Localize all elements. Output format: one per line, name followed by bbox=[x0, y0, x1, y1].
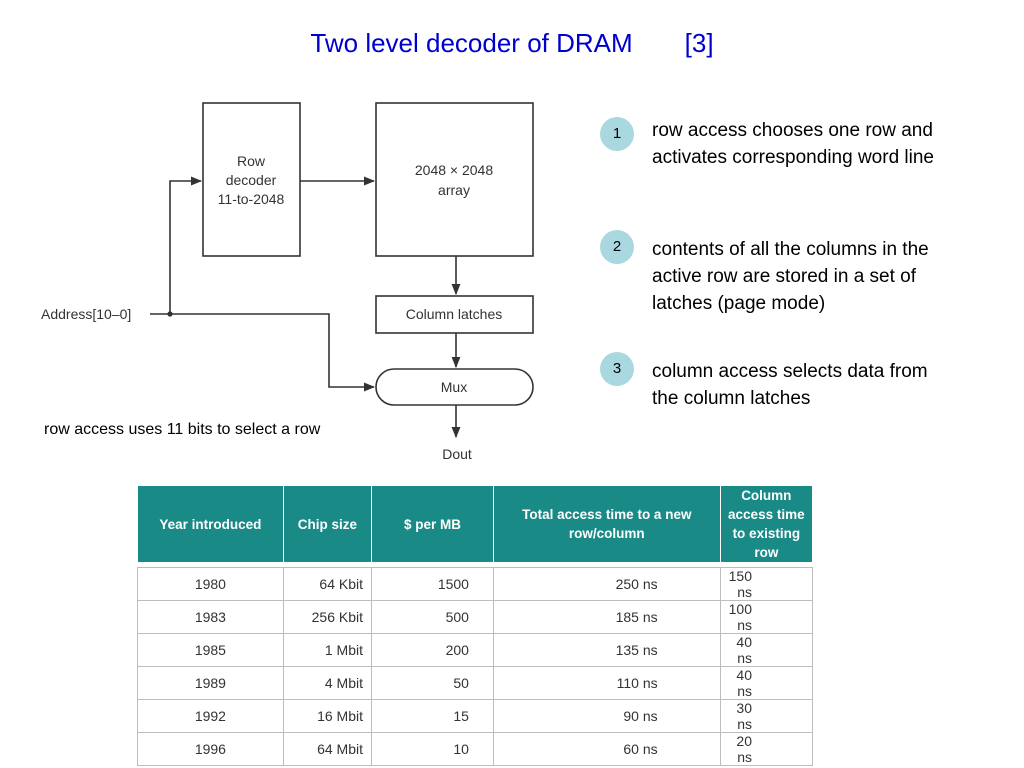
table-header-row: Year introduced Chip size $ per MB Total… bbox=[137, 485, 814, 563]
column-latches-box bbox=[375, 295, 534, 334]
cell-year: 1985 bbox=[137, 633, 284, 667]
row-decoder-label-2: decoder bbox=[226, 172, 277, 188]
memory-array-box bbox=[375, 102, 534, 257]
cell-price: 500 bbox=[371, 600, 494, 634]
cell-column-access: 150 ns bbox=[719, 567, 814, 601]
array-label-2: array bbox=[438, 182, 470, 198]
table-row: 1989 4 Mbit 50 110 ns 40 ns bbox=[137, 666, 814, 700]
table-row: 1996 64 Mbit 10 60 ns 20 ns bbox=[137, 732, 814, 766]
cell-price: 10 bbox=[371, 732, 494, 766]
cell-chip-size: 64 Kbit bbox=[282, 567, 373, 601]
column-address-wire bbox=[170, 313, 376, 392]
cell-column-access: 100 ns bbox=[719, 600, 814, 634]
cell-year: 1980 bbox=[137, 567, 284, 601]
column-latches-label: Column latches bbox=[406, 306, 503, 322]
row-access-caption: row access uses 11 bits to select a row bbox=[44, 421, 321, 438]
header-year: Year introduced bbox=[137, 485, 284, 563]
dram-specs-table: Year introduced Chip size $ per MB Total… bbox=[137, 485, 814, 766]
step-2-text: contents of all the columns in the activ… bbox=[652, 239, 929, 314]
array-label-1: 2048 × 2048 bbox=[415, 162, 493, 178]
table-row: 1980 64 Kbit 1500 250 ns 150 ns bbox=[137, 567, 814, 601]
cell-year: 1983 bbox=[137, 600, 284, 634]
slide-title: Two level decoder of DRAM [3] bbox=[0, 28, 1024, 59]
cell-column-access: 30 ns bbox=[719, 699, 814, 733]
mux-box bbox=[375, 368, 534, 406]
cell-year: 1996 bbox=[137, 732, 284, 766]
cell-price: 1500 bbox=[371, 567, 494, 601]
cell-total-access: 90 ns bbox=[492, 699, 721, 733]
cell-chip-size: 256 Kbit bbox=[282, 600, 373, 634]
address-label: Address[10–0] bbox=[41, 306, 131, 322]
cell-total-access: 135 ns bbox=[492, 633, 721, 667]
header-total-access: Total access time to a new row/column bbox=[492, 485, 721, 563]
step-2-badge: 2 bbox=[600, 230, 634, 264]
dram-decoder-diagram: Row decoder 11-to-2048 2048 × 2048 array… bbox=[41, 102, 534, 462]
cell-total-access: 110 ns bbox=[492, 666, 721, 700]
cell-price: 200 bbox=[371, 633, 494, 667]
table-row: 1983 256 Kbit 500 185 ns 100 ns bbox=[137, 600, 814, 634]
header-column-access: Column access time to existing row bbox=[719, 485, 814, 563]
step-3-text: column access selects data from the colu… bbox=[652, 361, 928, 409]
title-text: Two level decoder of DRAM bbox=[310, 28, 633, 58]
table-row: 1992 16 Mbit 15 90 ns 30 ns bbox=[137, 699, 814, 733]
row-address-wire bbox=[169, 176, 203, 314]
cell-column-access: 40 ns bbox=[719, 633, 814, 667]
cell-column-access: 40 ns bbox=[719, 666, 814, 700]
cell-year: 1992 bbox=[137, 699, 284, 733]
row-decoder-label-3: 11-to-2048 bbox=[218, 191, 285, 207]
header-price: $ per MB bbox=[371, 485, 494, 563]
cell-column-access: 20 ns bbox=[719, 732, 814, 766]
step-3-badge: 3 bbox=[600, 352, 634, 386]
row-decoder-label-1: Row bbox=[237, 153, 266, 169]
row-decoder-box bbox=[202, 102, 301, 257]
table-row: 1985 1 Mbit 200 135 ns 40 ns bbox=[137, 633, 814, 667]
cell-chip-size: 64 Mbit bbox=[282, 732, 373, 766]
cell-total-access: 250 ns bbox=[492, 567, 721, 601]
cell-year: 1989 bbox=[137, 666, 284, 700]
cell-chip-size: 16 Mbit bbox=[282, 699, 373, 733]
header-chip-size: Chip size bbox=[282, 485, 373, 563]
step-1-text: row access chooses one row and activates… bbox=[652, 120, 934, 168]
cell-chip-size: 1 Mbit bbox=[282, 633, 373, 667]
cell-price: 15 bbox=[371, 699, 494, 733]
cell-total-access: 185 ns bbox=[492, 600, 721, 634]
cell-chip-size: 4 Mbit bbox=[282, 666, 373, 700]
step-1-badge: 1 bbox=[600, 117, 634, 151]
mux-label: Mux bbox=[441, 379, 467, 395]
title-reference: [3] bbox=[684, 28, 714, 58]
cell-total-access: 60 ns bbox=[492, 732, 721, 766]
cell-price: 50 bbox=[371, 666, 494, 700]
dout-label: Dout bbox=[442, 446, 472, 462]
